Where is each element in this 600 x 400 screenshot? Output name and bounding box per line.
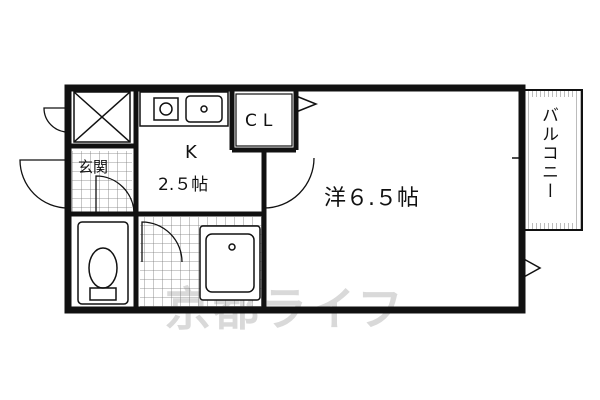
closet-box	[235, 93, 293, 147]
interior-walls	[68, 88, 299, 310]
balcony	[521, 89, 583, 231]
kitchen-counter	[139, 91, 229, 127]
bathtub	[199, 225, 261, 301]
exterior-walls	[64, 84, 526, 314]
entrance-floor	[72, 151, 132, 213]
balcony-door-marker	[521, 257, 542, 279]
entrance-label: 玄関	[78, 158, 108, 176]
closet-door-marker	[295, 95, 319, 113]
balcony-label: バルコニー	[538, 106, 558, 201]
toilet	[77, 221, 129, 305]
storage-box	[73, 91, 131, 143]
closet-label: CL	[245, 111, 278, 131]
doors	[19, 107, 315, 263]
kitchen-size-label: 2.５帖	[158, 175, 208, 195]
western-room-label: 洋６.５帖	[324, 186, 419, 211]
kitchen-label: K	[185, 142, 198, 163]
